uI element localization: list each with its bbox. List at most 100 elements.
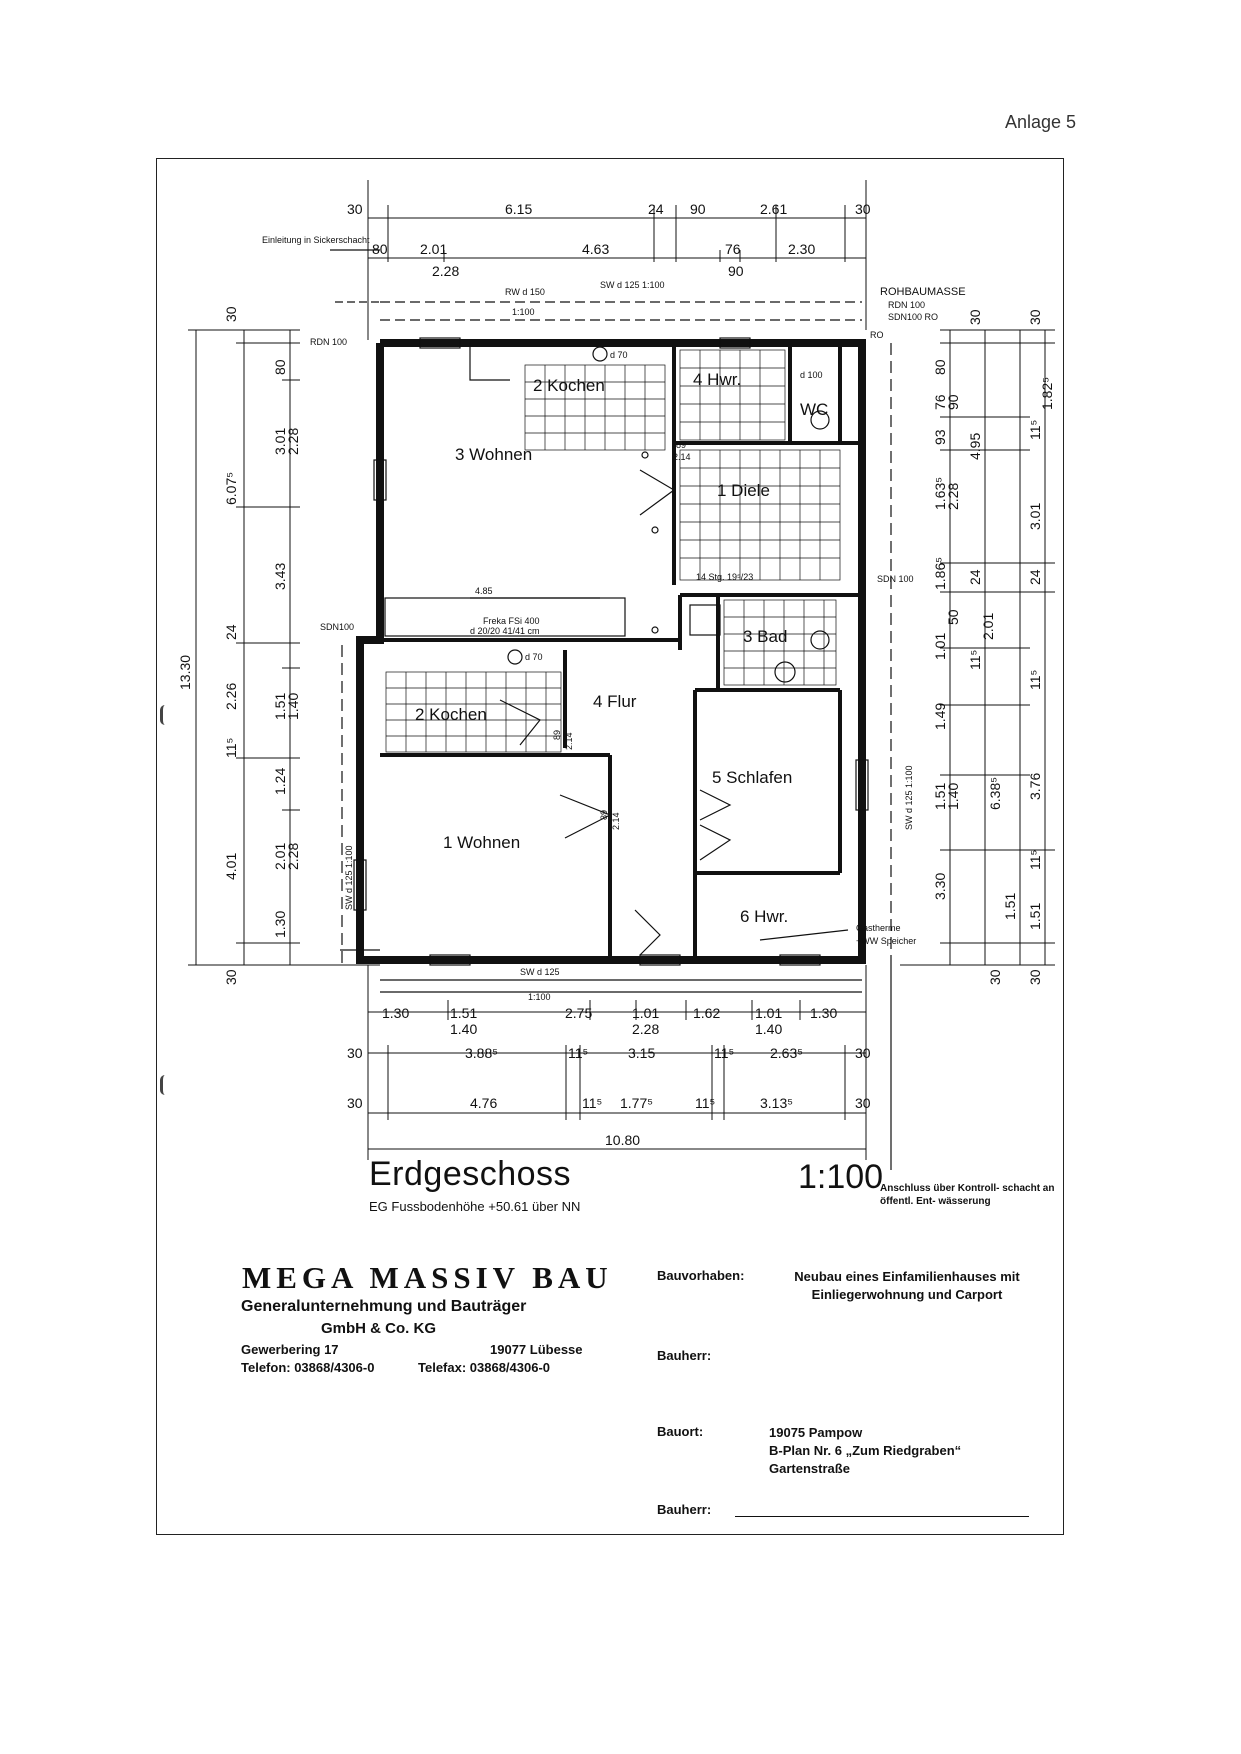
- dim-right-far-5: 11⁵: [1027, 670, 1043, 690]
- dim-bot-r2-3: 3.15: [628, 1045, 655, 1061]
- company-city: 19077 Lübesse: [490, 1342, 583, 1357]
- drawing-title: Erdgeschoss: [369, 1155, 572, 1193]
- dim-right-out-3: 2.01: [980, 613, 996, 640]
- dim-right-out-1: 4.95: [967, 433, 983, 460]
- signature-line: [735, 1516, 1029, 1517]
- dim-top-r2-2: 2.28: [432, 263, 459, 279]
- dim-top-r2-5: 90: [728, 263, 744, 279]
- dim-top-r1-1: 6.15: [505, 201, 532, 217]
- dim-bot-r1-4: 1.01: [632, 1005, 659, 1021]
- dim-top-r2-4: 76: [725, 241, 741, 257]
- dim-top-r1-4: 2.61: [760, 201, 787, 217]
- dim-right-in-1: 76: [932, 394, 948, 410]
- dim-right-far-6: 3.76: [1027, 773, 1043, 800]
- dim-bot-r3-0: 30: [347, 1095, 363, 1111]
- note-sw-bottom-slope: 1:100: [528, 992, 551, 1002]
- dim-left-in-8: 2.28: [285, 843, 301, 870]
- note-rw-slope: 1:100: [512, 307, 535, 317]
- note-einleitung: Einleitung in Sickerschacht: [262, 235, 370, 245]
- annex-label: Anlage 5: [1005, 112, 1077, 132]
- note-sw-right: SW d 125 1:100: [904, 765, 914, 830]
- dim-bot-r1-3: 2.75: [565, 1005, 592, 1021]
- room-label-wohnen3: 3 Wohnen: [455, 445, 532, 464]
- note-sw-left: SW d 125 1:100: [344, 845, 354, 910]
- dim-right-far-8: 1.51: [1027, 903, 1043, 930]
- room-label-wc: WC: [800, 400, 828, 419]
- note-d100: d 100: [800, 370, 823, 380]
- note-rw: RW d 150: [505, 287, 545, 297]
- note-sw-top: SW d 125 1:100: [600, 280, 665, 290]
- note-d70-lower: d 70: [525, 652, 543, 662]
- dim-left-out-4: 11⁵: [223, 738, 239, 758]
- note-sdn100-right: SDN 100: [877, 574, 914, 584]
- bauherr-signature-label: Bauherr:: [657, 1502, 712, 1517]
- dim-top-r1-2: 24: [648, 201, 664, 217]
- door-height-214-lower: 2.14: [564, 732, 574, 750]
- dim-right-out-5: 6.38⁵: [987, 777, 1003, 810]
- door-height-214: 2.14: [673, 452, 691, 462]
- door-height-89: 89: [676, 440, 686, 450]
- dim-right-in-9: 1.49: [932, 703, 948, 730]
- dim-left-in-5: 1.40: [285, 693, 301, 720]
- note-sdn100-ro: SDN100 RO: [888, 312, 938, 322]
- dim-right-in-2: 90: [945, 394, 961, 410]
- dim-bot-r2-1: 3.88⁵: [465, 1045, 498, 1061]
- room-label-schlafen5: 5 Schlafen: [712, 768, 792, 787]
- dim-right-out-4: 11⁵: [967, 650, 983, 670]
- dim-right-in-12: 3.30: [932, 873, 948, 900]
- dim-left-in-2: 2.28: [285, 428, 301, 455]
- dim-bot-r3-1: 4.76: [470, 1095, 497, 1111]
- note-ww: +WW Speicher: [856, 936, 916, 946]
- dim-right-far-4: 24: [1027, 569, 1043, 585]
- dim-right-in-10: 1.51: [932, 783, 948, 810]
- room-label-bad3: 3 Bad: [743, 627, 787, 646]
- note-freka: Freka FSi 400: [483, 616, 540, 626]
- dim-right-far-0: 30: [1027, 309, 1043, 325]
- note-rdn100: RDN 100: [888, 300, 925, 310]
- note-sw-bottom: SW d 125: [520, 967, 560, 977]
- dim-top-r2-1: 2.01: [420, 241, 447, 257]
- dim-right-in-4: 1.63⁵: [932, 477, 948, 510]
- dim-right-out-0: 30: [967, 309, 983, 325]
- dim-left-out-7: 13.30: [177, 655, 193, 690]
- note-ro: RO: [870, 330, 884, 340]
- door-height-214-flur: 2.14: [611, 812, 621, 830]
- floor-height-note: EG Fussbodenhöhe +50.61 über NN: [369, 1199, 581, 1214]
- bauherr-label: Bauherr:: [657, 1348, 712, 1363]
- bauort-line-3: Gartenstraße: [769, 1461, 850, 1476]
- dim-bot-r1-8: 1.40: [755, 1021, 782, 1037]
- dim-bot-r3-6: 30: [855, 1095, 871, 1111]
- punch-hole-mark: [160, 1075, 172, 1095]
- dim-bot-r3-5: 3.13⁵: [760, 1095, 793, 1111]
- dim-right-far-7: 11⁵: [1027, 850, 1043, 870]
- dim-bot-r1-7: 1.01: [755, 1005, 782, 1021]
- company-fax: Telefax: 03868/4306-0: [418, 1360, 551, 1375]
- dim-left-in-6: 1.24: [272, 768, 288, 795]
- dim-top-r1-3: 90: [690, 201, 706, 217]
- note-freka-dim: d 20/20 41/41 cm: [470, 626, 540, 636]
- dim-bot-r3-4: 11⁵: [695, 1095, 715, 1111]
- note-rdn100-left: RDN 100: [310, 337, 347, 347]
- note-d70-upper: d 70: [610, 350, 628, 360]
- dim-bot-r3-2: 11⁵: [582, 1095, 602, 1111]
- dim-right-in-5: 2.28: [945, 483, 961, 510]
- room-label-hwr4: 4 Hwr.: [693, 370, 741, 389]
- dim-bot-r1-6: 1.62: [693, 1005, 720, 1021]
- note-rohbaumasse: ROHBAUMASSE: [880, 286, 966, 298]
- dim-bot-r1-5: 2.28: [632, 1021, 659, 1037]
- dim-left-in-3: 3.43: [272, 563, 288, 590]
- dim-right-out-7: 30: [987, 969, 1003, 985]
- dim-right-far-1: 1.82⁵: [1039, 377, 1055, 410]
- dim-left-out-0: 30: [223, 306, 239, 322]
- note-sdn100-left: SDN100: [320, 622, 354, 632]
- room-label-kochen2-upper: 2 Kochen: [533, 376, 605, 395]
- dim-left-out-3: 2.26: [223, 683, 239, 710]
- drainage-note: Anschluss über Kontroll- schacht an öffe…: [880, 1183, 1055, 1207]
- dim-bot-r2-5: 2.63⁵: [770, 1045, 803, 1061]
- note-treppe: 14 Stg. 19⁵/23: [696, 572, 753, 582]
- dim-right-far-9: 30: [1027, 969, 1043, 985]
- dim-bot-r2-0: 30: [347, 1045, 363, 1061]
- dim-right-out-6: 1.51: [1002, 893, 1018, 920]
- dim-bot-r1-9: 1.30: [810, 1005, 837, 1021]
